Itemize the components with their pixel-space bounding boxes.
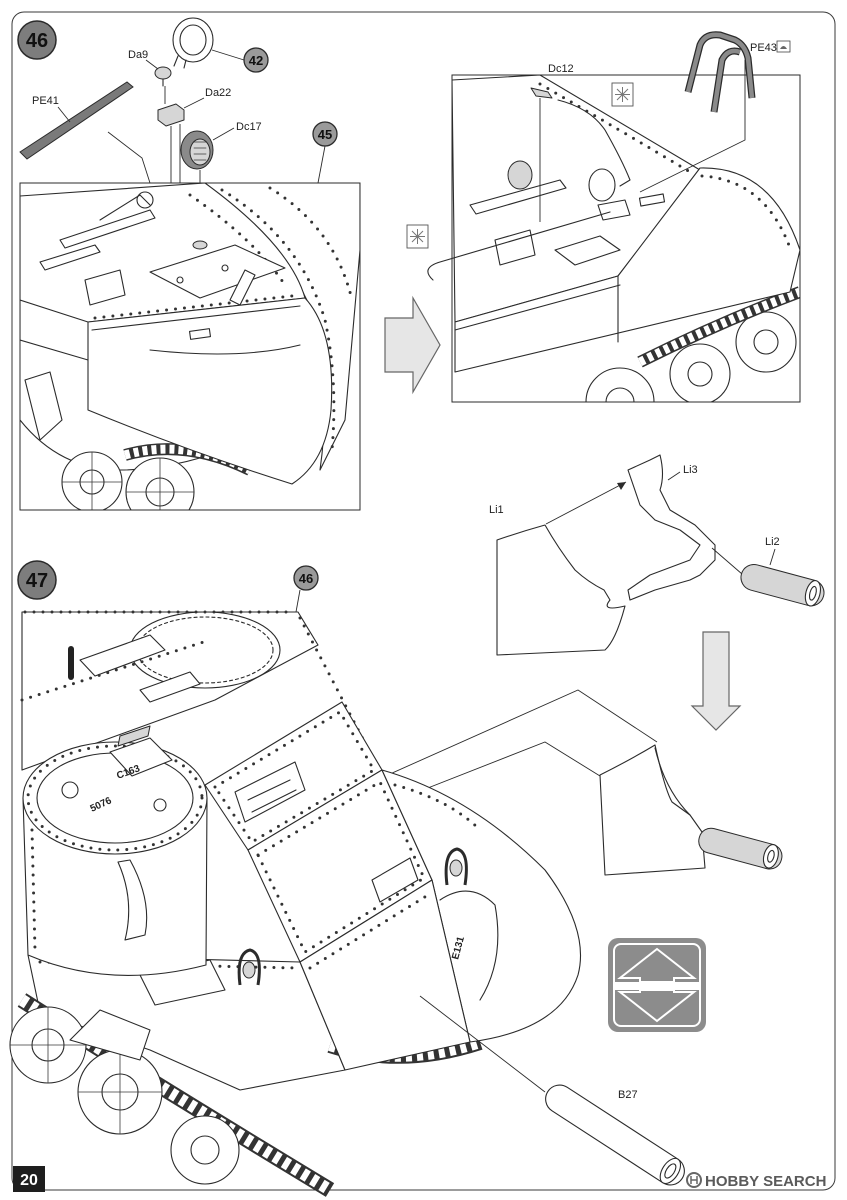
lamp-part [172,17,245,69]
assembled-gun-mount [342,689,783,876]
hobby-search-logo-icon [686,1172,702,1188]
step-46-before-view [19,182,361,511]
photo-etch-icon [776,40,791,53]
part-dc17-label: Dc17 [236,121,262,133]
page-number-box: 20 [13,1166,45,1192]
part-b27-label: B27 [618,1089,638,1101]
part-da22-label: Da22 [205,87,231,99]
step-47-badge: 47 [17,560,57,600]
turret: C163 5076 [22,725,208,976]
headlight-guard-right [444,847,468,886]
part-li2-label: Li2 [765,536,780,548]
step-47-hull-view: C163 5076 E131 [9,610,582,1197]
hobby-search-watermark: HOBBY SEARCH [686,1172,826,1190]
part-li2: Li2 [740,536,825,607]
part-li3: Li3 [627,454,743,601]
part-da9: Da9 [128,49,172,104]
callout-42-label: 42 [249,53,263,68]
callout-46-label: 46 [299,571,313,586]
part-pe43-label: PE43 [750,42,777,54]
part-pe41: PE41 [19,81,151,184]
part-pe43: PE43 [639,31,791,193]
bend-symbol-icon [406,211,611,281]
part-b27: B27 [419,995,685,1186]
step-46-after-view [451,74,801,403]
part-dc12-label: Dc12 [548,63,574,75]
step-46-badge: 46 [17,20,57,60]
callout-42: 42 [243,47,269,73]
hobby-search-text: HOBBY SEARCH [705,1173,826,1190]
part-pe41-label: PE41 [32,95,59,107]
right-arrow-icon [384,295,441,395]
vision-slot [68,646,74,680]
bend-symbol-icon [611,82,634,107]
part-da9-label: Da9 [128,49,148,61]
part-li1: Li1 [489,481,627,656]
bogie-wheels [20,371,253,510]
part-li1-label: Li1 [489,504,504,516]
running-gear [9,993,483,1197]
page-border [11,11,836,1191]
page-number: 20 [20,1172,38,1189]
part-dc17: Dc17 [180,121,262,242]
up-down-arrows-icon [608,938,706,1032]
callout-46: 46 [293,565,319,613]
part-dc12: Dc12 [530,63,631,222]
part-li3-label: Li3 [683,464,698,476]
step-46-number: 46 [26,30,48,52]
down-arrow-icon [690,631,742,731]
callout-45-label: 45 [318,127,332,142]
callout-45: 45 [312,121,338,184]
headlight-guard-left [237,948,261,986]
step-47-number: 47 [26,570,48,592]
